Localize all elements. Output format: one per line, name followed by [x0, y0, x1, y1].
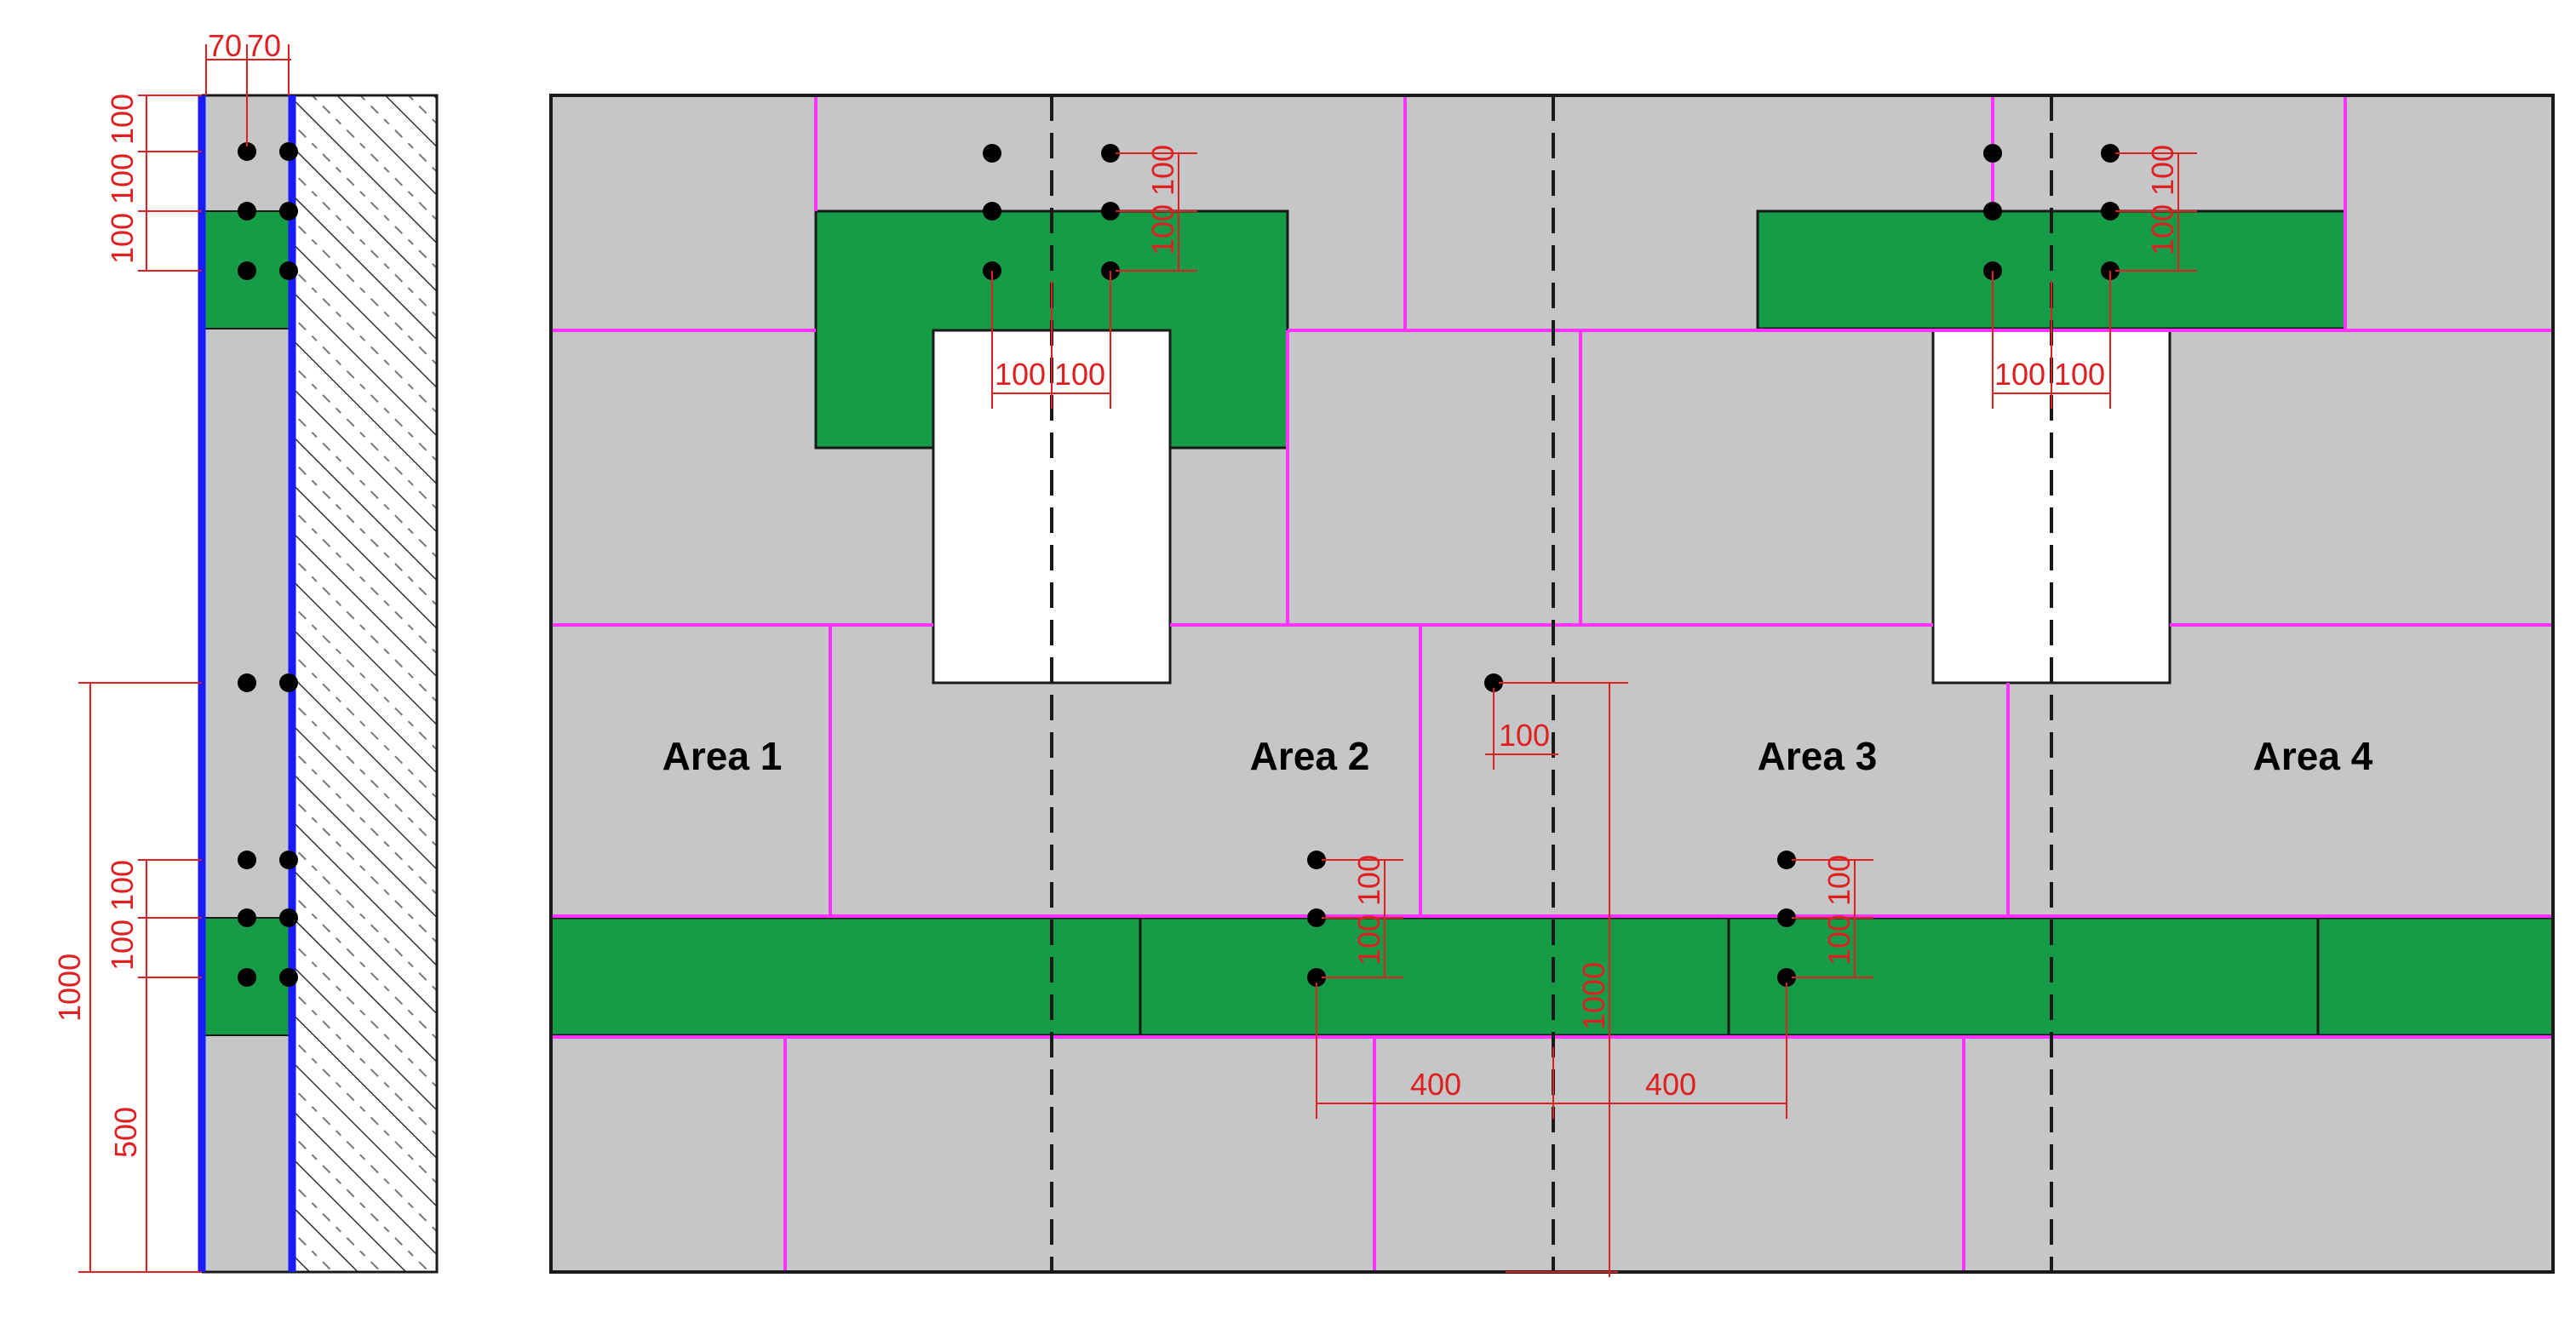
band-green-1 — [549, 916, 1142, 1037]
anchor-point — [1777, 851, 1796, 869]
dim-w1-h1: 100 — [995, 357, 1046, 392]
anchor-point — [1307, 851, 1326, 869]
dim-500: 500 — [108, 1107, 143, 1158]
anchor-point — [279, 908, 298, 927]
panel-joints — [551, 95, 2553, 1272]
dim-100-bottom-2: 100 — [105, 920, 140, 971]
anchor-point — [1983, 144, 2002, 163]
area-label-2: Area 2 — [1250, 734, 1370, 778]
anchor-point — [279, 673, 298, 692]
anchor-point — [279, 851, 298, 869]
band-green-4 — [2316, 916, 2555, 1037]
anchor-point — [1777, 968, 1796, 987]
anchor-point — [1101, 202, 1120, 221]
anchor-point — [1983, 202, 2002, 221]
dim-1000: 1000 — [52, 954, 87, 1022]
anchor-point — [1777, 908, 1796, 927]
anchor-point — [983, 202, 1001, 221]
elevation-dimensions — [991, 152, 2197, 1277]
dim-spacing-right: 400 — [1645, 1067, 1696, 1102]
anchor-point — [279, 968, 298, 987]
dim-spacing-left: 400 — [1410, 1067, 1461, 1102]
section-view: 70 70 100 100 100 100 100 1000 500 — [52, 28, 439, 1274]
dim-w1-h2: 100 — [1054, 357, 1105, 392]
anchor-point — [238, 851, 256, 869]
dim-w2-h1: 100 — [1994, 357, 2045, 392]
anchor-point — [238, 261, 256, 280]
dim-w2-v1: 100 — [2145, 145, 2180, 196]
anchor-point — [238, 202, 256, 221]
anchor-point — [1484, 673, 1503, 692]
anchor-point — [238, 968, 256, 987]
anchor-point — [238, 908, 256, 927]
dim-100-top-1: 100 — [105, 94, 140, 145]
section-dimensions — [78, 44, 291, 1273]
dim-band-right-v1: 100 — [1822, 855, 1856, 906]
dim-band-right-v2: 100 — [1822, 914, 1856, 965]
anchor-point — [279, 142, 298, 161]
area-label-3: Area 3 — [1758, 734, 1878, 778]
dim-70-left: 70 — [208, 28, 242, 63]
anchor-point — [279, 261, 298, 280]
section-anchors — [238, 142, 298, 987]
anchor-point — [238, 673, 256, 692]
masonry-wall — [290, 94, 439, 1274]
dim-100-bottom-1: 100 — [105, 860, 140, 911]
area-label-4: Area 4 — [2253, 734, 2373, 778]
anchor-point — [238, 142, 256, 161]
anchor-point — [983, 144, 1001, 163]
dim-70-right: 70 — [247, 28, 281, 63]
anchor-point — [1307, 908, 1326, 927]
dim-band-left-v1: 100 — [1351, 855, 1386, 906]
dim-w2-v2: 100 — [2145, 204, 2180, 255]
dim-w2-h2: 100 — [2054, 357, 2105, 392]
dim-center-offset: 100 — [1499, 718, 1550, 753]
area-label-1: Area 1 — [663, 734, 783, 778]
anchor-point — [1101, 144, 1120, 163]
anchor-point — [2101, 202, 2120, 221]
anchor-point — [279, 202, 298, 221]
elevation-view: Area 1 Area 2 Area 3 Area 4 — [549, 94, 2555, 1277]
anchor-point — [2101, 144, 2120, 163]
dim-w1-v2: 100 — [1145, 204, 1180, 255]
dim-100-top-3: 100 — [105, 213, 140, 264]
band-green-2 — [1139, 916, 1730, 1037]
dim-100-top-2: 100 — [105, 153, 140, 204]
dim-band-left-v2: 100 — [1351, 914, 1386, 965]
dim-w1-v1: 100 — [1145, 145, 1180, 196]
anchor-point — [1307, 968, 1326, 987]
dim-center-height: 1000 — [1576, 962, 1611, 1030]
